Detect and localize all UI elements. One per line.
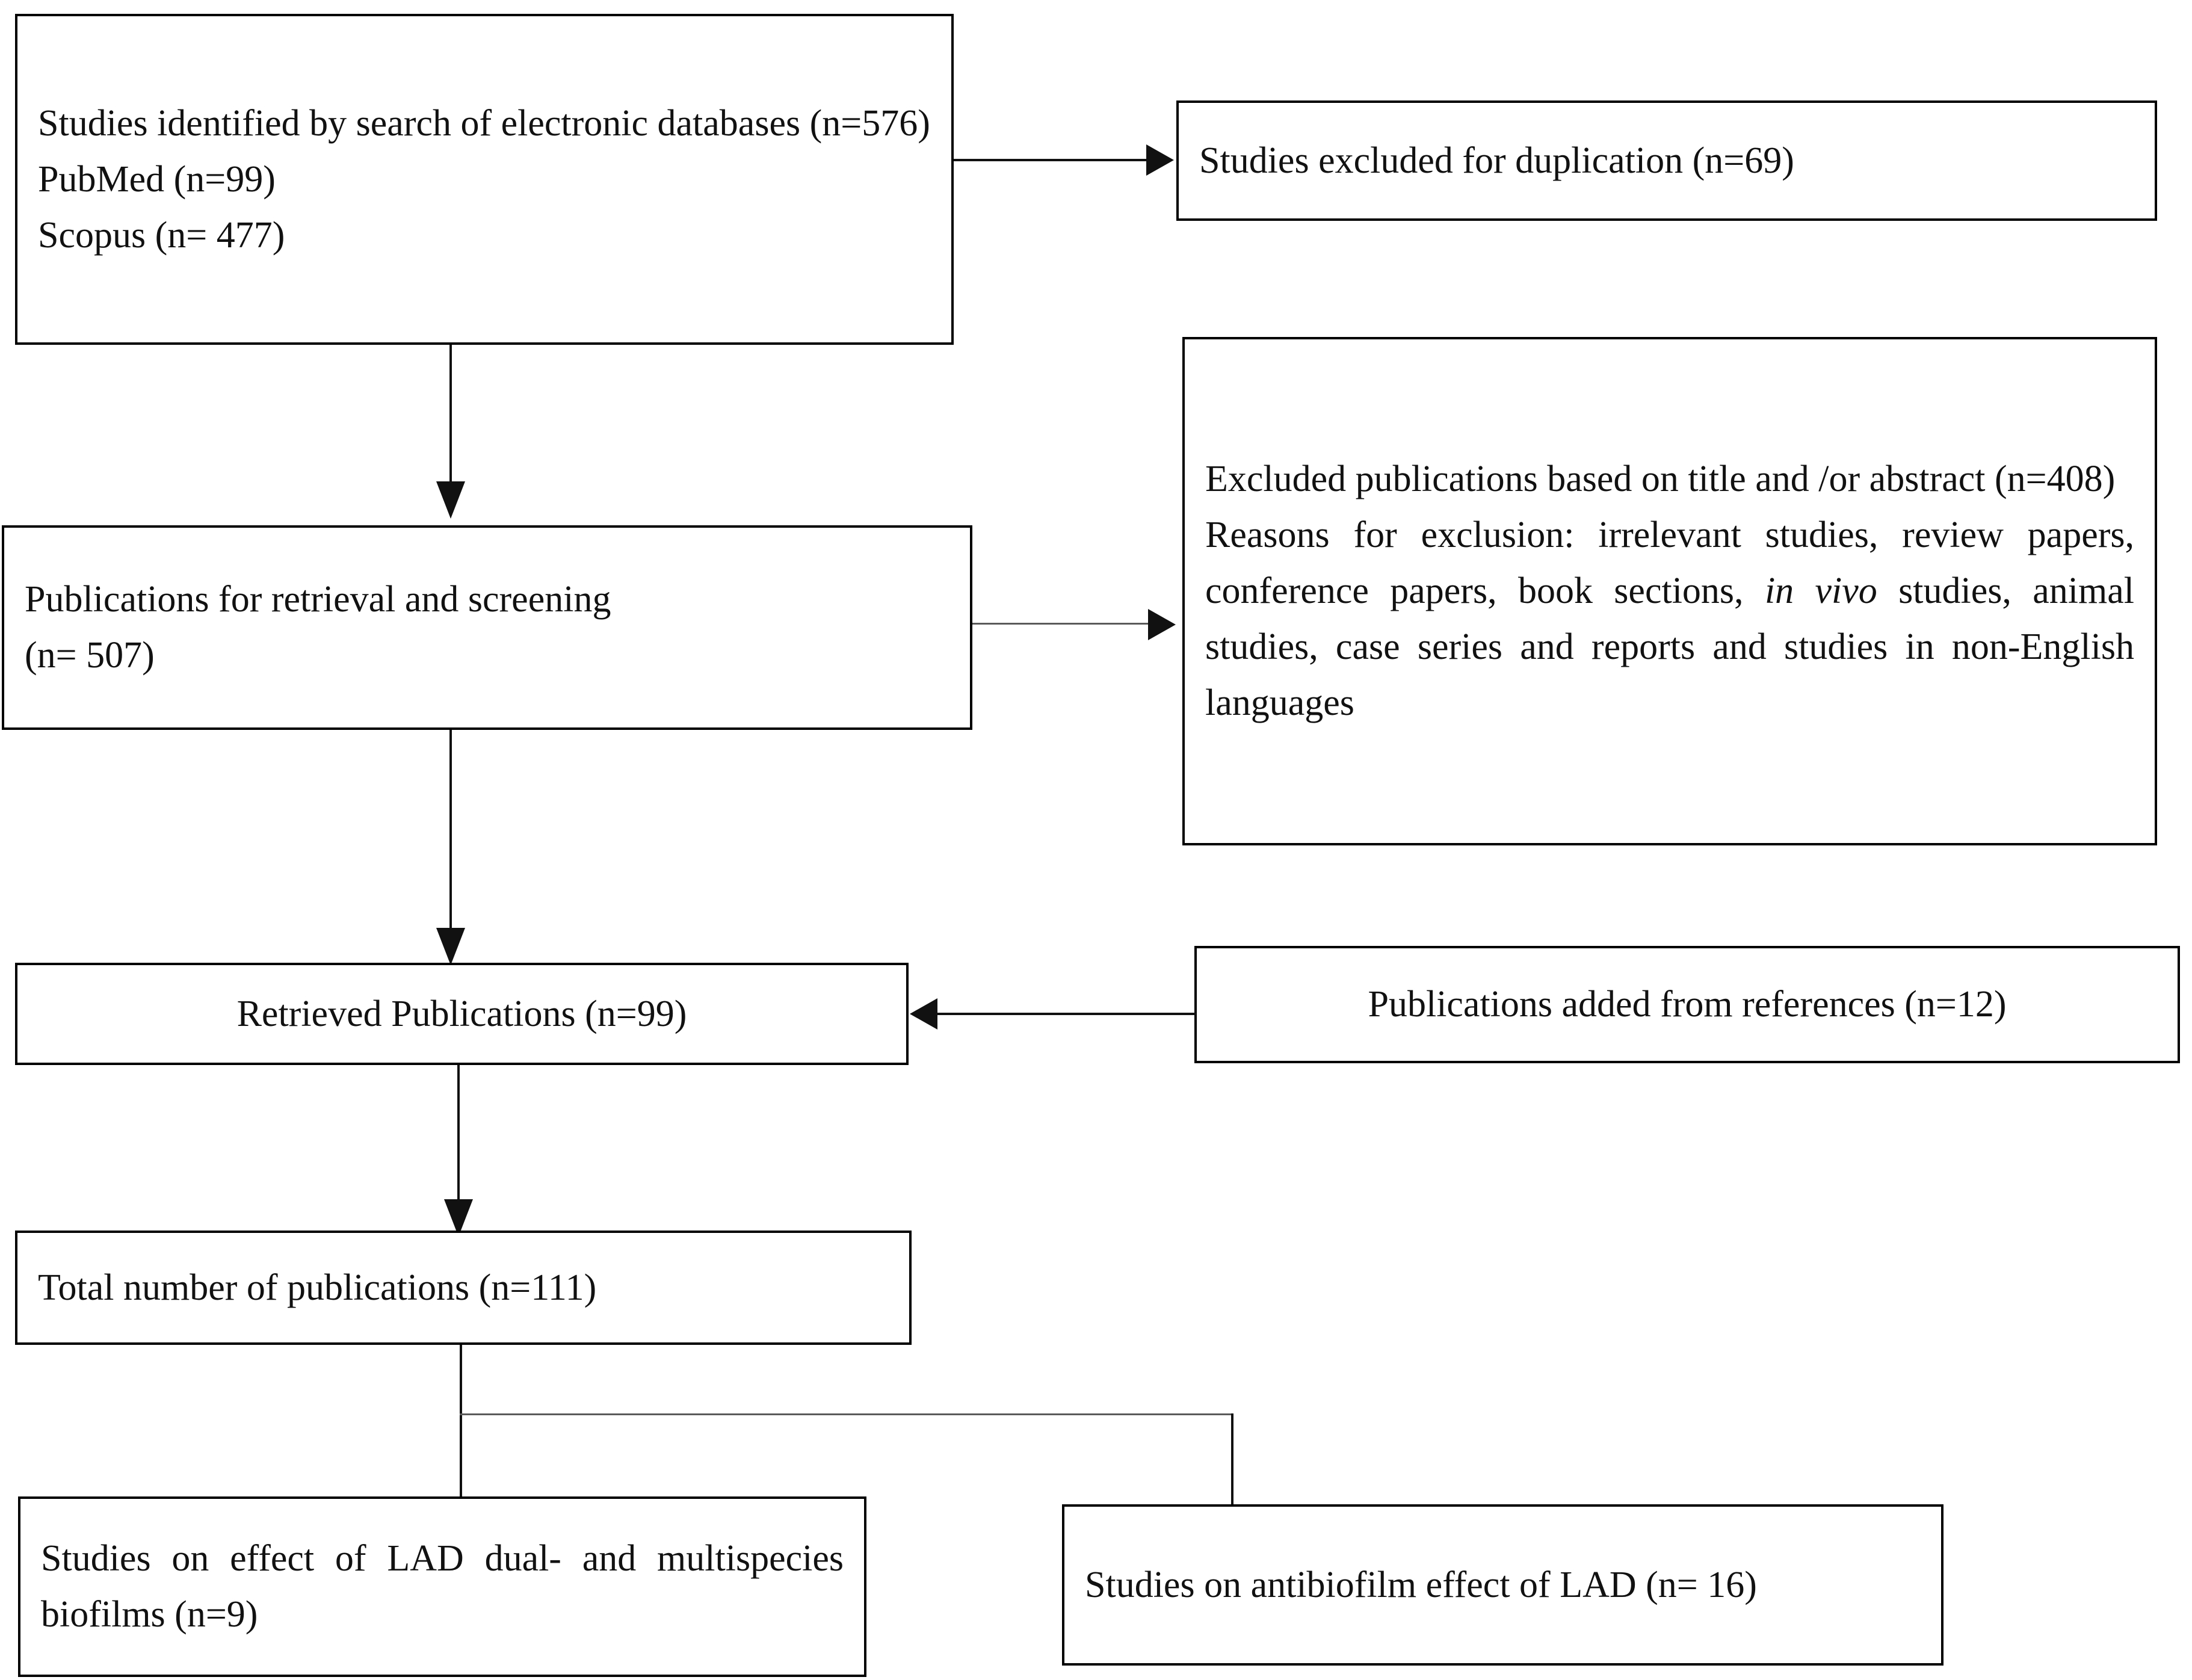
identified-line-2: PubMed (n=99): [38, 158, 276, 200]
publications-retrieval-screening-box: Publications for retrieval and screening…: [2, 525, 972, 730]
arrow-to-excluded-ta-icon: [1148, 609, 1176, 640]
edge-total-branch-horizontal: [460, 1413, 1233, 1415]
publications-retrieval-screening-text: Publications for retrieval and screening…: [4, 572, 970, 684]
edge-identified-to-duplication: [954, 159, 1147, 161]
total-publications-box: Total number of publications (n=111): [15, 1231, 912, 1345]
arrow-to-duplication-icon: [1146, 144, 1174, 176]
excluded-title-abstract-box: Excluded publications based on title and…: [1182, 337, 2157, 845]
excluded-title-abstract-text: Excluded publications based on title and…: [1185, 451, 2155, 731]
studies-identified-text: Studies identified by search of electron…: [17, 96, 951, 264]
excl-ta-line-1: Excluded publications based on title and…: [1205, 459, 2116, 499]
edge-retrieval-to-excluded-ta: [972, 623, 1153, 625]
retrieval-line-1: Publications for retrieval and screening: [25, 579, 611, 620]
retrieved-publications-text: Retrieved Publications (n=99): [236, 993, 687, 1034]
studies-dual-multispecies-biofilms-text: Studies on effect of LAD dual- and multi…: [41, 1538, 844, 1635]
publications-added-references-box: Publications added from references (n=12…: [1194, 946, 2180, 1063]
publications-added-references-text: Publications added from references (n=12…: [1368, 984, 2007, 1025]
edge-retrieved-to-total: [457, 1065, 460, 1234]
arrow-to-retrieval-icon: [436, 481, 465, 519]
studies-excluded-duplication-text: Studies excluded for duplication (n=69): [1199, 140, 1794, 181]
arrow-to-retrieved-icon: [436, 928, 465, 965]
studies-identified-box: Studies identified by search of electron…: [15, 14, 954, 345]
edge-branch-to-antibiofilm: [1231, 1413, 1233, 1510]
excl-ta-part-c: studies, animal studies, case series and…: [1205, 570, 2134, 723]
retrieval-line-2: (n= 507): [25, 635, 155, 676]
identified-line-1: Studies identified by search of electron…: [38, 102, 930, 144]
excl-ta-line-2: Reasons for exclusion: irrelevant studie…: [1205, 514, 2134, 723]
edge-retrieval-to-retrieved: [449, 730, 452, 934]
retrieved-publications-box: Retrieved Publications (n=99): [15, 963, 909, 1065]
edge-added-refs-to-retrieved: [937, 1013, 1196, 1015]
identified-line-3: Scopus (n= 477): [38, 214, 285, 256]
studies-excluded-duplication-box: Studies excluded for duplication (n=69): [1176, 100, 2157, 221]
studies-dual-multispecies-biofilms-box: Studies on effect of LAD dual- and multi…: [18, 1496, 866, 1677]
arrow-to-total-icon: [444, 1199, 473, 1237]
edge-identified-to-retrieval: [449, 345, 452, 489]
studies-antibiofilm-effect-text: Studies on antibiofilm effect of LAD (n=…: [1085, 1564, 1757, 1605]
studies-antibiofilm-effect-box: Studies on antibiofilm effect of LAD (n=…: [1062, 1504, 1943, 1666]
total-publications-text: Total number of publications (n=111): [38, 1267, 597, 1308]
edge-total-stem: [460, 1345, 462, 1564]
arrow-to-retrieved-left-icon: [910, 998, 937, 1030]
excl-ta-italic-invivo: in vivo: [1764, 570, 1877, 611]
excl-ta-part-a: Reasons for exclusion: irrelevant studie…: [1205, 514, 2134, 611]
